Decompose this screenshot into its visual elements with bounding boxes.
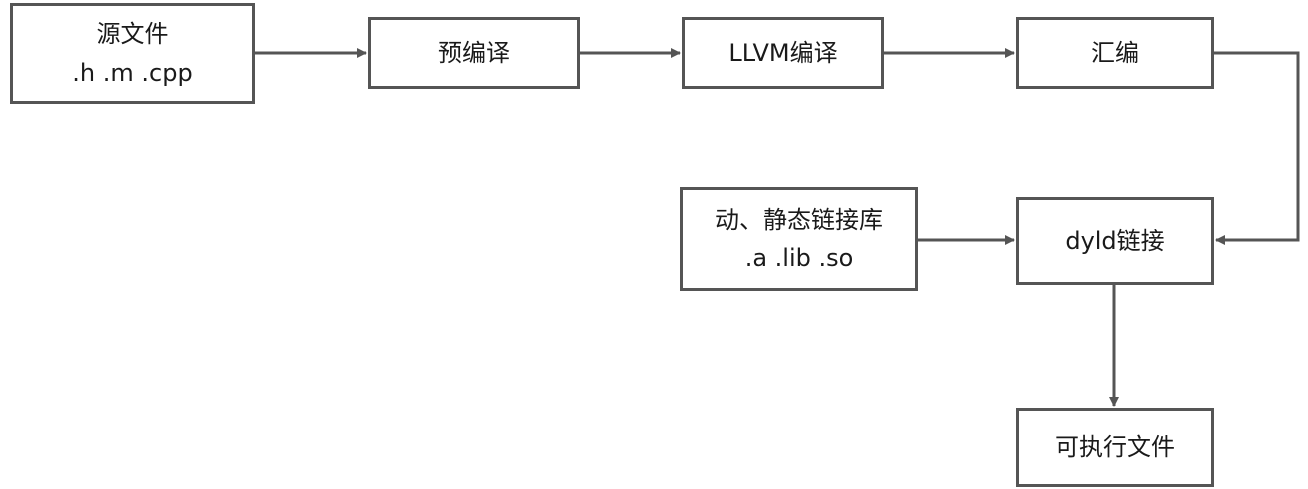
node-libraries-title: 动、静态链接库 [715, 205, 883, 234]
node-dyld-link: dyld链接 [1016, 197, 1214, 285]
node-libraries-extensions: .a .lib .so [744, 244, 854, 272]
node-source-title: 源文件 [96, 20, 169, 49]
node-preprocess-label: 预编译 [438, 38, 510, 67]
node-dyld-label: dyld链接 [1065, 226, 1165, 255]
node-llvm-compile: LLVM编译 [682, 17, 884, 89]
node-llvm-label: LLVM编译 [728, 38, 838, 67]
arrow-assemble-to-dyld [1214, 51, 1300, 245]
node-executable: 可执行文件 [1016, 408, 1214, 487]
node-assemble: 汇编 [1016, 17, 1214, 89]
node-source-files: 源文件 .h .m .cpp [10, 3, 255, 104]
node-preprocess: 预编译 [368, 17, 580, 89]
node-executable-label: 可执行文件 [1055, 433, 1175, 462]
node-source-extensions: .h .m .cpp [72, 58, 193, 87]
node-libraries: 动、静态链接库 .a .lib .so [680, 187, 918, 291]
node-assemble-label: 汇编 [1091, 38, 1139, 67]
